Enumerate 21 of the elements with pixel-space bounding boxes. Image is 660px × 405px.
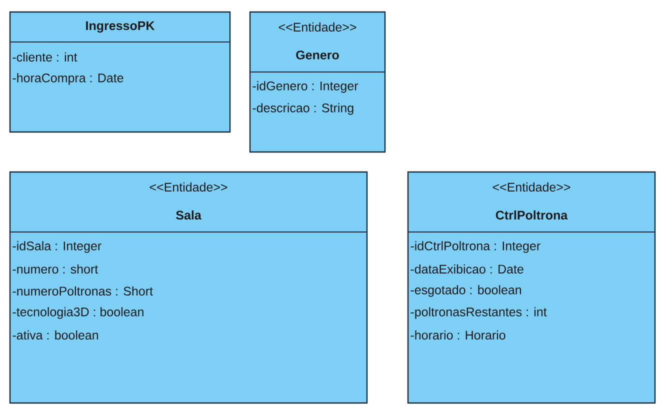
stereotype-label: <<Entidade>> bbox=[150, 182, 228, 192]
attribute-text: -ativa : boolean bbox=[12, 330, 98, 340]
attribute-text: -tecnologia3D : boolean bbox=[12, 307, 144, 319]
attribute-text: -idGenero : Integer bbox=[252, 81, 358, 93]
class-name: IngressoPK bbox=[86, 21, 155, 33]
attribute-text: -idCtrlPoltrona : Integer bbox=[410, 241, 540, 253]
attribute-text: -dataExibicao : Date bbox=[410, 264, 524, 274]
attribute-text: -horaCompra : Date bbox=[12, 73, 124, 85]
attribute-text: -cliente : int bbox=[12, 52, 78, 62]
attribute-text: -numero : short bbox=[12, 264, 98, 274]
stereotype-label: <<Entidade>> bbox=[492, 182, 570, 192]
attribute-text: -numeroPoltronas : Short bbox=[12, 286, 153, 296]
attribute-text: -idSala : Integer bbox=[12, 241, 102, 253]
attribute-text: -esgotado : boolean bbox=[410, 285, 522, 297]
class-name: CtrlPoltrona bbox=[496, 210, 568, 220]
class-name: Sala bbox=[176, 210, 202, 220]
stereotype-label: <<Entidade>> bbox=[278, 22, 356, 32]
class-name: Genero bbox=[296, 50, 339, 60]
attribute-text: -descricao : String bbox=[252, 103, 354, 115]
attribute-text: -poltronasRestantes : int bbox=[410, 307, 547, 319]
attribute-text: -horario : Horario bbox=[410, 330, 506, 340]
